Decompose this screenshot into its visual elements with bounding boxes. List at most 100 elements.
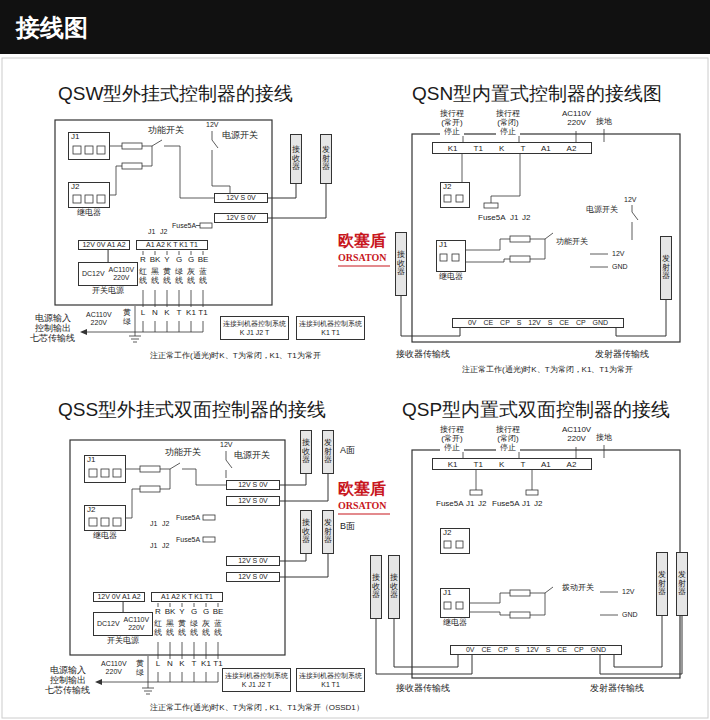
cable-connector bbox=[614, 616, 662, 667]
node-text: 开关电源 bbox=[92, 287, 124, 296]
fuse-symbol bbox=[470, 490, 482, 495]
node-text: 连接到机器控制系统 bbox=[299, 319, 362, 328]
label-text: J2 bbox=[160, 228, 167, 236]
sensor-bar: 接收器 bbox=[300, 510, 312, 554]
label-text: 12V bbox=[206, 121, 218, 129]
label-text: J2 bbox=[478, 500, 486, 509]
relay-box: J1继电器 bbox=[440, 588, 470, 618]
sensor-bar: 发射器 bbox=[660, 236, 672, 300]
label-text: 接收器传输线 bbox=[396, 350, 450, 360]
watermark: 欧塞盾 bbox=[338, 232, 386, 250]
fuse-symbol bbox=[484, 203, 498, 208]
label-text: G bbox=[203, 608, 209, 617]
relay-contact bbox=[440, 254, 447, 261]
label-text: B面 bbox=[340, 522, 355, 532]
sensor-bar: 发射器 bbox=[320, 134, 332, 184]
watermark-underline bbox=[338, 266, 390, 514]
relay-box: J1继电器 bbox=[436, 240, 466, 272]
terminal-strip: 12V S 0V bbox=[226, 480, 280, 490]
label-text: 注正常工作(通光)时K、T为常闭，K1、T1为常开（OSSD1） bbox=[150, 704, 364, 713]
terminal-strip: 12V 0V A1 A2 bbox=[78, 240, 130, 250]
terminal-strip: 12V S 0V bbox=[214, 193, 268, 203]
label-text: L bbox=[141, 309, 145, 318]
node-text: AC110V 220V bbox=[109, 266, 135, 281]
label-text: J1 bbox=[522, 500, 530, 509]
page-title: 接线图 bbox=[16, 12, 88, 44]
label-text: AC110V 220V bbox=[86, 311, 112, 326]
node-text: K1 T1 bbox=[299, 680, 362, 689]
label-text: 接地 bbox=[596, 118, 612, 127]
power-supply-box: DC12VAC110V 220V开关电源 bbox=[78, 262, 138, 286]
header-bar bbox=[0, 0, 710, 54]
watermark-underline bbox=[338, 265, 390, 266]
controller-housing bbox=[55, 120, 680, 678]
label-text: Y bbox=[179, 608, 184, 617]
node-text: 连接到机器控制系统 bbox=[223, 319, 286, 328]
controller-housing bbox=[412, 134, 680, 342]
node-text: 12V S 0V bbox=[226, 214, 256, 222]
label-text: BE bbox=[198, 256, 209, 265]
label-text: 蓝线 bbox=[199, 268, 207, 286]
node-text: 连接到机器控制系统 bbox=[225, 671, 288, 680]
label-text: AC110V 220V bbox=[101, 660, 127, 675]
label-text: 黄绿 bbox=[123, 309, 131, 327]
sensor-bar: 发射器 bbox=[676, 552, 688, 616]
sensor-bar: 发射器 bbox=[656, 552, 668, 616]
machine-connection-box: 连接到机器控制系统K1 T1 bbox=[296, 668, 365, 692]
node-text: DC12V bbox=[97, 620, 120, 628]
power-supply-box: DC12VAC110V 220V开关电源 bbox=[93, 612, 153, 636]
section-heading: QSN型内置式控制器的接线图 bbox=[412, 84, 662, 105]
label-text: 发射器传输线 bbox=[590, 684, 644, 694]
section-heading: QSP型内置式双面控制器的接线 bbox=[402, 400, 670, 421]
label-text: 12V bbox=[624, 196, 636, 204]
label-text: 12V bbox=[622, 588, 634, 596]
cable-connector bbox=[280, 554, 328, 577]
sensor-bar: 发射器 bbox=[322, 430, 334, 474]
label-text: K bbox=[179, 660, 184, 669]
relay-contact bbox=[97, 146, 105, 154]
label-text: 黄线 bbox=[163, 268, 171, 286]
node-text: J1 bbox=[69, 133, 109, 142]
section-heading: QSW型外挂式控制器的接线 bbox=[58, 84, 293, 105]
resistor-symbol bbox=[122, 163, 142, 169]
sensor-bar: 接收器 bbox=[370, 555, 382, 619]
label-text: J1 bbox=[148, 228, 155, 236]
label-text: 拨动开关 bbox=[562, 584, 594, 593]
node-text: K J1 J2 T bbox=[223, 328, 286, 337]
wire bbox=[158, 603, 218, 607]
node-text: J1 bbox=[441, 589, 469, 598]
controller-housing bbox=[70, 440, 285, 655]
node-text: 继电器 bbox=[439, 273, 463, 282]
wire bbox=[143, 251, 203, 255]
terminal-strip: A1 A2 K T K1 T1 bbox=[136, 240, 208, 250]
cable-arrow bbox=[80, 329, 87, 335]
label-text: Fuse5A bbox=[492, 500, 520, 509]
relay-box: J1 bbox=[84, 455, 126, 483]
cable-connector bbox=[268, 184, 326, 218]
terminal-strip: A1 A2 K T K1 T1 bbox=[151, 592, 223, 602]
label-text: 电源输入 控制输出 七芯传输线 bbox=[30, 314, 75, 344]
relay-box: J2继电器 bbox=[84, 505, 126, 531]
label-text: 红线 bbox=[154, 620, 162, 638]
watermark: 欧塞盾 bbox=[338, 480, 386, 498]
label-text: T1 bbox=[198, 309, 207, 318]
label-text: 发射器传输线 bbox=[595, 350, 649, 360]
cable-connector bbox=[280, 554, 306, 561]
label-text: 灰线 bbox=[202, 620, 210, 638]
label-text: 12V bbox=[612, 250, 624, 258]
cable-connector bbox=[108, 250, 109, 262]
node-text: J2 bbox=[441, 183, 469, 192]
label-text: 蓝线 bbox=[214, 620, 222, 638]
controller-housing bbox=[55, 120, 272, 305]
label-text: 红线 bbox=[139, 268, 147, 286]
relay-contact bbox=[444, 541, 451, 548]
relay-contact bbox=[85, 195, 93, 203]
relay-contact bbox=[444, 195, 451, 202]
terminal-strip: 12V 0V A1 A2 bbox=[93, 592, 145, 602]
node-text: AC110V 220V bbox=[124, 616, 150, 631]
label-text: Fuse5A bbox=[176, 514, 200, 522]
terminal-strip: 0V CE CP S 12V S CE CP GND bbox=[452, 318, 624, 328]
label-text: BK bbox=[165, 608, 176, 617]
node-text: 接收器 bbox=[302, 439, 310, 465]
label-text: 绿线 bbox=[190, 620, 198, 638]
